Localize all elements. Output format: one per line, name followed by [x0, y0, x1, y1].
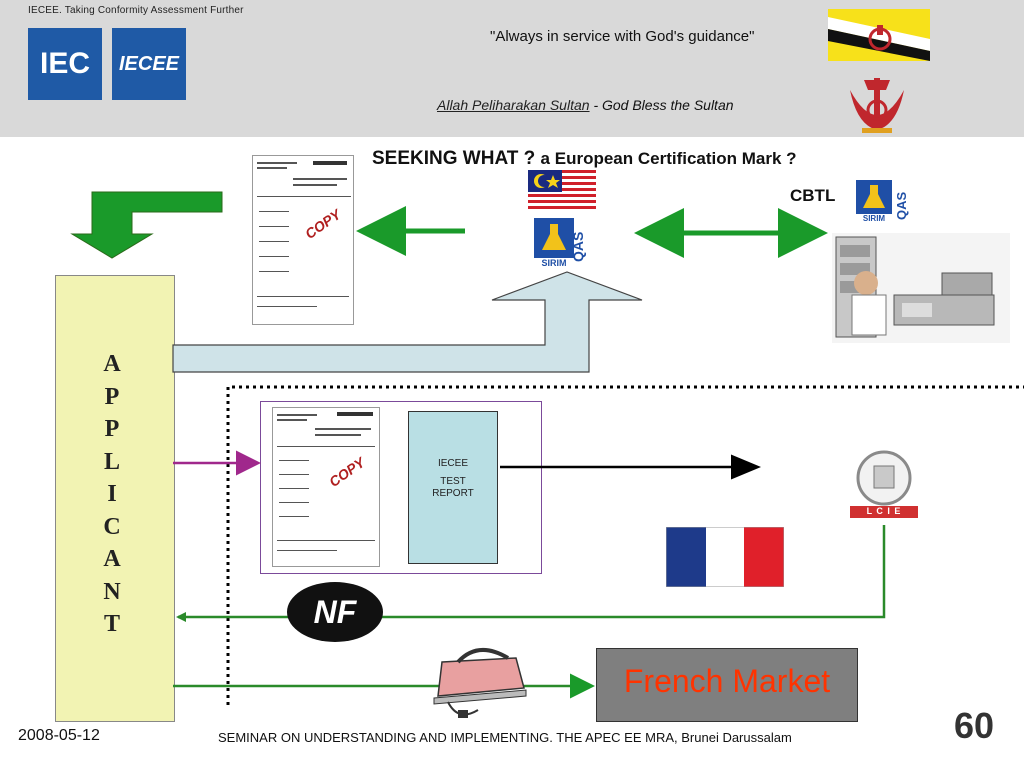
page-number: 60: [954, 705, 994, 747]
nf-mark-text: NF: [287, 594, 383, 631]
lcie-label: L C I E: [848, 506, 920, 516]
test-laboratory-icon: [832, 233, 1010, 343]
footer-date: 2008-05-12: [18, 727, 100, 745]
market-label: French Market: [597, 663, 857, 700]
french-market-box: French Market: [596, 648, 858, 722]
nf-mark-icon: NF: [287, 582, 383, 642]
footer-seminar: SEMINAR ON UNDERSTANDING AND IMPLEMENTIN…: [218, 730, 792, 745]
blue-up-arrow: [173, 272, 642, 372]
green-bent-arrow: [72, 192, 222, 258]
france-flag-icon: [666, 527, 784, 587]
iron-appliance-icon: [428, 632, 528, 722]
